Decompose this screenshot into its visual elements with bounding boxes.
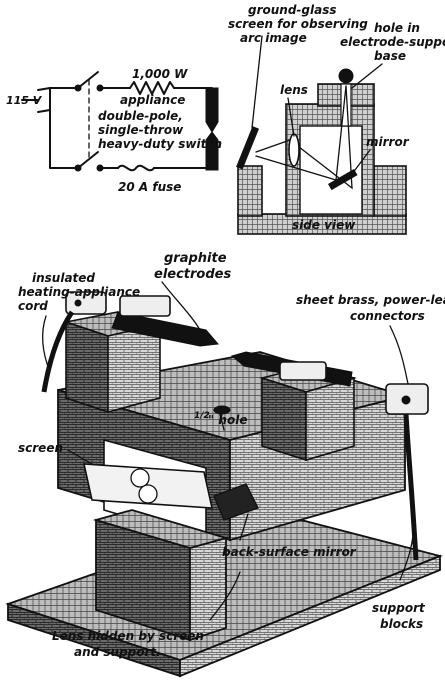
cord-label-line-1: insulated [32,271,95,285]
cord-label-line-3: cord [18,299,48,313]
switch-label-line-3: heavy-duty switch [98,137,222,151]
plug-body [21,87,51,111]
lens-hidden-label-line-1: Lens hidden by screen [52,629,204,643]
assembly-illustration: graphite electrodes insulated heating-ap… [5,251,445,678]
plug-terminal-prongs [37,87,51,113]
blocks-leader-line [399,527,415,581]
arc-image-lower [138,484,158,504]
circuit-diagram: 115 V 1,000 W appliance double-pole, sin… [6,67,222,194]
hole-label-line-2: electrode-support [340,35,445,49]
back-surface-mirror [213,483,259,521]
side-view-lens [288,133,300,167]
switch-label-line-1: double-pole, [98,109,183,123]
side-view-left-support [237,165,263,217]
hole-label: " hole [208,413,247,427]
appliance-label: appliance [120,93,185,107]
power-cord-right [403,413,419,561]
switch-blade-top [77,71,99,89]
side-view-inner-cavity [299,125,363,215]
side-view-diagram: ground-glass screen for observing arc im… [228,3,445,235]
graphite-electrode-left [111,311,219,347]
switch-contact-top-left [74,84,82,92]
voltage-label: 115 V [6,94,43,107]
lower-support-block-side [189,536,227,642]
switch-blade-bottom [77,151,99,169]
electrode-clamp-left [119,295,171,317]
screen-label-line-1: ground-glass [248,3,337,17]
electrodes-label-line-2: electrodes [154,267,231,282]
blocks-label-line-2: blocks [380,617,423,631]
blocks-label-line-1: support [372,601,426,615]
arc-source-dot [338,68,354,84]
mirror-label-assembly: back-surface mirror [222,545,357,559]
switch-label-line-2: single-throw [98,123,184,137]
half-inch-hole [213,405,231,415]
electrodes-leader-line [161,281,201,331]
screen-label-line-3: arc image [240,31,307,45]
screen-label-line-2: screen for observing [228,17,368,31]
mirror-label: mirror [366,135,410,149]
appliance-rating-label: 1,000 W [132,67,188,81]
left-riser-front [65,320,109,414]
side-view-mirror [328,169,358,191]
hole-leader-line [351,63,383,89]
lower-support-block-top [92,509,230,549]
arc-image-upper [130,468,150,488]
hole-label-line-1: hole in [374,21,420,35]
electrode-clamp-right [279,361,327,381]
fuse-label: 20 A fuse [118,180,181,194]
schematic-lower-electrode [205,131,219,171]
schematic-upper-electrode [205,87,219,133]
lens-leader-assembly [209,571,241,621]
connector-right-screw [401,395,411,405]
left-riser-side [107,322,161,414]
fuse-symbol [117,164,155,172]
right-riser-side [305,376,355,462]
connector-left-screw [74,299,82,307]
connectors-leader-line [389,325,409,385]
side-view-screen [236,126,260,170]
cord-leader-line [41,315,51,373]
mirror-leader-line [351,149,371,175]
cord-label-line-2: heating-appliance [18,285,140,299]
base-slab-side [179,554,441,678]
electrodes-label-line-1: graphite [164,251,227,266]
lens-label: lens [280,83,308,97]
lens-leader-line [287,97,295,137]
side-view-hole [340,83,352,127]
appliance-resistor-symbol [129,81,175,95]
brass-connector-left [65,291,107,315]
bottom-wire-left [49,109,79,169]
side-view-right-support [373,165,407,217]
side-view-caption: side view [292,218,356,232]
light-ray-2 [255,85,353,190]
mirror-leader-assembly [239,513,249,541]
connectors-label-line-2: connectors [350,309,425,323]
lens-hidden-label-line-2: and support. [74,645,161,659]
switch-contact-bottom-left [74,164,82,172]
screen-leader-line [251,35,263,129]
hole-label-line-3: base [374,49,406,63]
screen-leader-assembly [67,449,93,465]
hole-leader-assembly [219,413,225,431]
power-cord-left [41,310,75,393]
screen-label: screen [18,441,63,455]
connectors-label-line-1: sheet brass, power-lead [296,293,445,307]
right-riser-front [261,376,307,462]
hole-fraction-label: 1/2 [194,411,210,421]
